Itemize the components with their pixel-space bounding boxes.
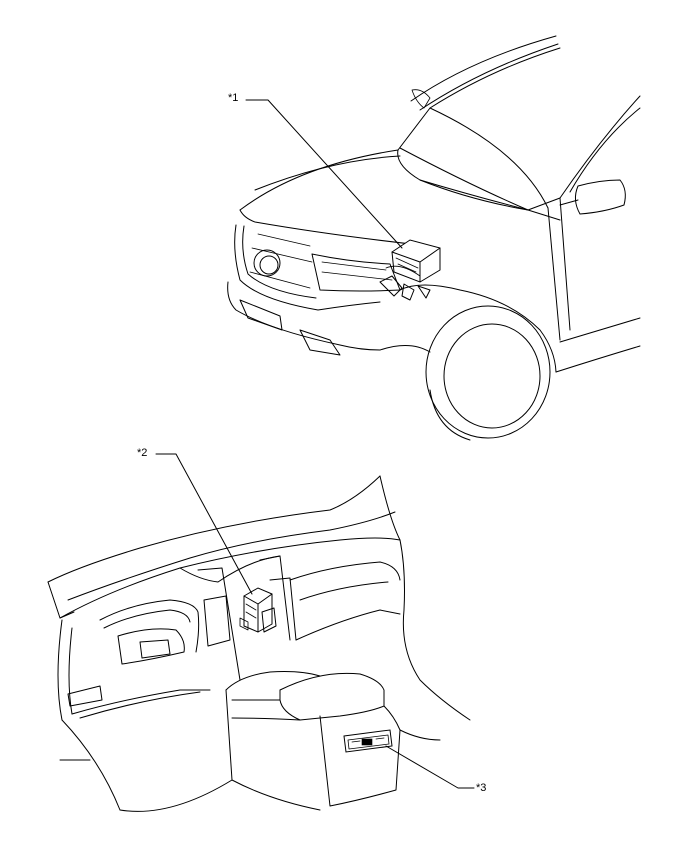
callout-3: *3	[385, 745, 486, 794]
component-3-part	[343, 729, 393, 753]
callout-2: *2	[137, 447, 253, 595]
callout-2-label: *2	[137, 447, 147, 459]
vehicle-exterior-illustration	[227, 35, 641, 441]
callout-1: *1	[228, 92, 403, 249]
component-2-part	[239, 587, 277, 633]
callout-3-label: *3	[476, 782, 486, 794]
callout-1-leader-line	[245, 99, 403, 249]
callout-3-leader-line	[385, 745, 475, 789]
interior-dashboard-illustration	[47, 475, 471, 812]
callout-2-leader-line	[155, 453, 253, 595]
component-1-part	[379, 239, 441, 301]
callout-1-label: *1	[228, 92, 238, 104]
